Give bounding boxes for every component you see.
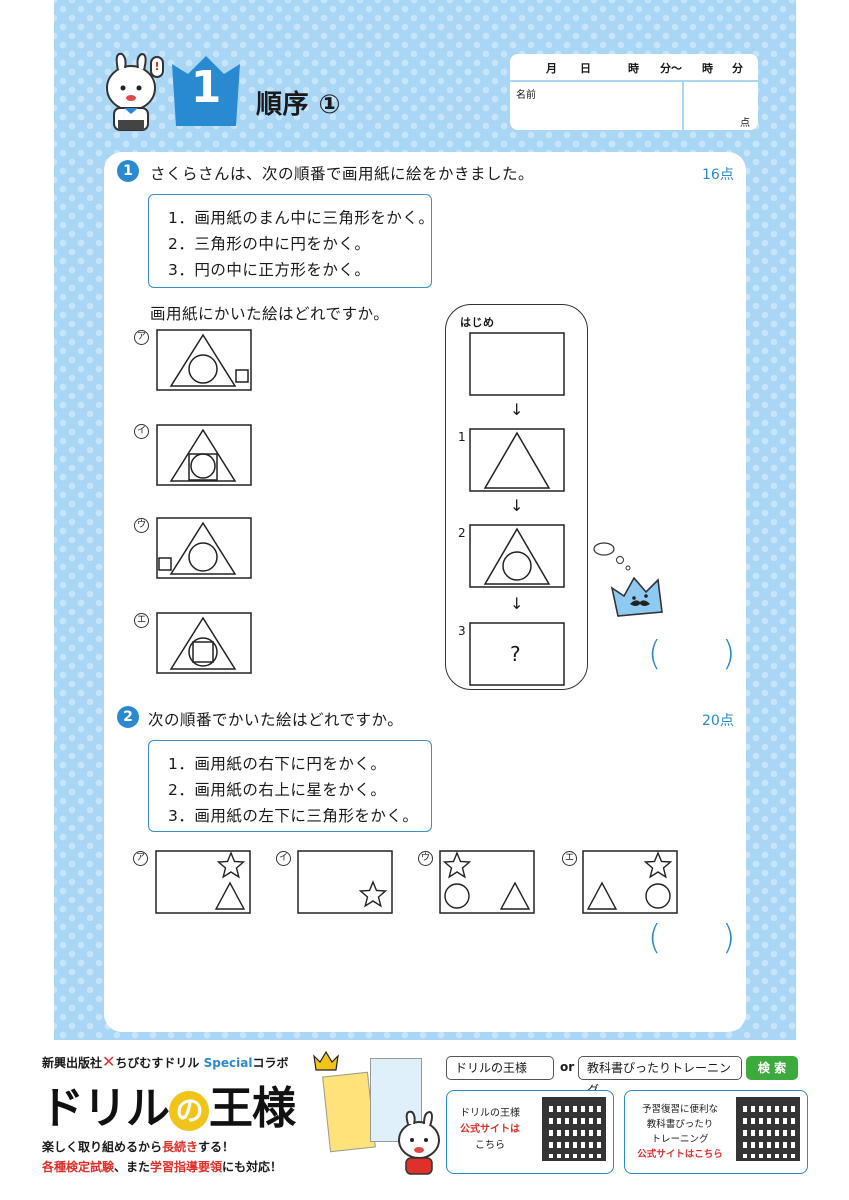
question-number-2: 2: [117, 706, 139, 728]
tagline-1: 楽しく取り組めるから長続きする！: [42, 1140, 235, 1154]
q1-answer-close: ): [722, 634, 736, 674]
q1-option-e[interactable]: [156, 612, 252, 674]
q1-option-u-label: ウ: [134, 518, 149, 533]
flow-arrow-1: ↓: [510, 400, 524, 419]
search-button[interactable]: 検 索: [746, 1056, 798, 1080]
q2-option-i[interactable]: [297, 850, 393, 914]
q2-option-u[interactable]: [439, 850, 535, 914]
flow-arrow-3: ↓: [510, 594, 524, 613]
q2-step-3: 3．画用紙の左下に三角形をかく。: [168, 807, 419, 825]
q2-points: 20点: [702, 713, 734, 729]
unit-number: 1: [190, 62, 222, 113]
page-title: 順序 ①: [256, 90, 342, 120]
flow-label-3: 3: [458, 624, 467, 638]
footer-collab-line: 新興出版社✕ちびむすドリル Specialコラボ: [42, 1052, 288, 1071]
q2-step-2: 2．画用紙の右上に星をかく。: [168, 781, 387, 799]
q1-step-2: 2．三角形の中に円をかく。: [168, 235, 371, 253]
name-field[interactable]: [516, 100, 676, 124]
q1-option-i[interactable]: [156, 424, 252, 486]
q1-step-3: 3．円の中に正方形をかく。: [168, 261, 371, 279]
q1-option-a-label: ア: [134, 330, 149, 345]
score-label: 点: [740, 118, 750, 129]
qr-code-2[interactable]: [736, 1097, 800, 1161]
name-label: 名前: [516, 90, 536, 101]
collab-tail: コラボ: [252, 1056, 289, 1070]
qr1-text: ドリルの王様 公式サイトは こちら: [460, 1108, 520, 1151]
q2-option-a[interactable]: [155, 850, 251, 914]
flow-step-start: [469, 332, 565, 396]
cross-mark: ✕: [102, 1052, 116, 1071]
q1-prompt: さくらさんは、次の順番で画用紙に絵をかきました。: [150, 165, 535, 183]
q1-option-u[interactable]: [156, 517, 252, 579]
q2-option-u-label: ウ: [418, 851, 433, 866]
mascot: [100, 48, 162, 138]
flow-label-2: 2: [458, 526, 467, 540]
small-crown-icon: [312, 1050, 340, 1076]
search-box-drill-king[interactable]: ドリルの王様: [446, 1056, 554, 1080]
flow-step-2: [469, 524, 565, 588]
book-cover-image: [322, 1071, 376, 1153]
q2-option-i-label: イ: [276, 851, 291, 866]
q1-question: 画用紙にかいた絵はどれですか。: [150, 305, 390, 323]
question-number-1: 1: [117, 160, 139, 182]
date-row: 月 日 時 分〜 時 分: [546, 62, 743, 75]
q2-step-1: 1．画用紙の右下に円をかく。: [168, 755, 387, 773]
q1-step-1: 1．画用紙のまん中に三角形をかく。: [168, 209, 435, 227]
search-or: or: [560, 1060, 575, 1074]
q2-option-e-label: エ: [562, 851, 577, 866]
qr2-text: 予習復習に便利な 教科書ぴったり トレーニング 公式サイトはこちら: [637, 1104, 723, 1160]
q2-option-a-label: ア: [133, 851, 148, 866]
qr-code-1[interactable]: [542, 1097, 606, 1161]
q2-answer-open: (: [648, 918, 662, 958]
q1-option-i-label: イ: [134, 424, 149, 439]
flow-step-3: [469, 622, 565, 686]
q2-option-e[interactable]: [582, 850, 678, 914]
q1-answer-field[interactable]: [664, 640, 726, 680]
flow-title: はじめ: [460, 316, 495, 329]
q2-prompt: 次の順番でかいた絵はどれですか。: [148, 711, 404, 729]
drill-king-logo: ドリルの王様: [40, 1083, 296, 1134]
q1-answer-open: (: [648, 634, 662, 674]
publisher-name: 新興出版社: [42, 1056, 103, 1070]
crown-character-illustration: [593, 542, 663, 617]
q1-option-a[interactable]: [156, 329, 252, 391]
exclamation-icon: !: [150, 56, 164, 78]
special-label: Special: [203, 1056, 253, 1070]
date-score-box: [510, 54, 758, 130]
collab-name: ちびむすドリル: [115, 1056, 200, 1070]
flow-arrow-2: ↓: [510, 496, 524, 515]
tagline-2: 各種検定試験、また学習指導要領にも対応！: [42, 1160, 283, 1174]
q2-steps-box: [148, 740, 432, 832]
q1-option-e-label: エ: [134, 613, 149, 628]
footer-mascot: [398, 1110, 440, 1175]
flow-step-1: [469, 428, 565, 492]
q2-answer-field[interactable]: [664, 924, 726, 964]
q1-points: 16点: [702, 167, 734, 183]
crown-badge: [168, 50, 244, 130]
q2-answer-close: ): [722, 918, 736, 958]
flow-label-1: 1: [458, 430, 467, 444]
q1-steps-box: [148, 194, 432, 288]
flow-unknown: ?: [510, 642, 522, 666]
